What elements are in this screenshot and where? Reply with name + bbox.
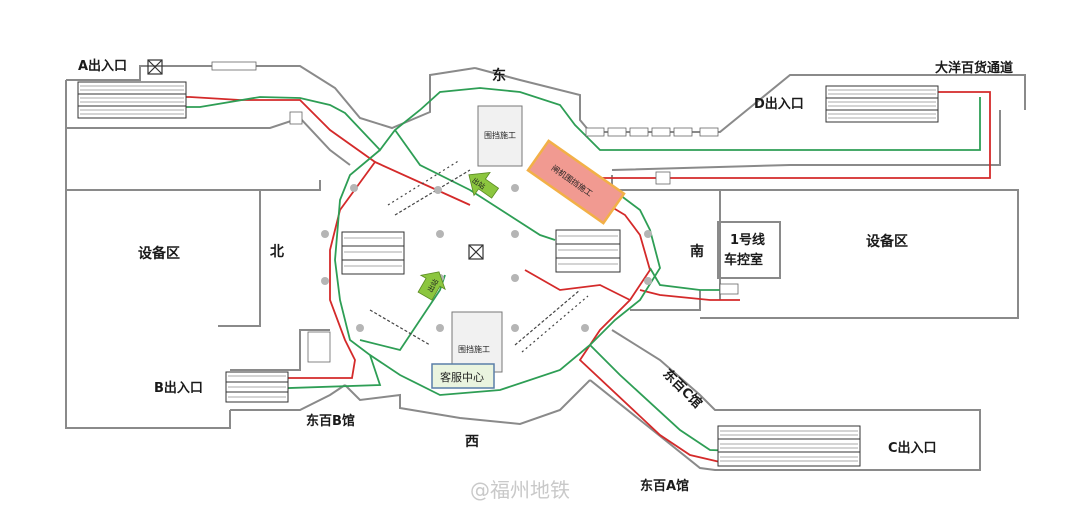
escalators bbox=[77, 81, 939, 467]
construction-zone-bottom bbox=[451, 311, 503, 373]
escalator-platform-right bbox=[555, 229, 621, 273]
entry-route bbox=[80, 87, 981, 456]
exit-arrow-upper bbox=[468, 172, 500, 199]
label-exit-c: C出入口 bbox=[888, 440, 937, 456]
label-construction-top: 围挡施工 bbox=[484, 130, 516, 140]
label-dongbai-b: 东百B馆 bbox=[306, 413, 355, 429]
escalator-platform-left bbox=[341, 231, 405, 275]
construction-zone-top bbox=[477, 105, 523, 167]
label-south: 南 bbox=[690, 243, 704, 260]
escalator-c bbox=[717, 425, 861, 467]
ticket-gates bbox=[369, 159, 589, 353]
lift-markers bbox=[147, 59, 484, 260]
label-dongbai-a: 东百A馆 bbox=[640, 478, 689, 494]
label-dongbai-c: 东百C馆 bbox=[660, 366, 706, 412]
escalator-a bbox=[77, 81, 187, 119]
signage-boxes bbox=[211, 61, 739, 363]
label-service-center: 客服中心 bbox=[440, 370, 484, 384]
exit-arrow-lower bbox=[417, 271, 446, 301]
exit-route bbox=[80, 91, 991, 463]
label-control-room-2: 车控室 bbox=[724, 252, 763, 268]
label-exit-a: A出入口 bbox=[78, 58, 127, 74]
gate-construction-zone bbox=[526, 139, 626, 225]
label-exit-b: B出入口 bbox=[154, 380, 203, 396]
label-east: 东 bbox=[492, 67, 506, 84]
label-construction-bottom: 围挡施工 bbox=[458, 344, 490, 354]
label-equipment-right: 设备区 bbox=[866, 233, 908, 250]
label-exit-d: D出入口 bbox=[754, 96, 804, 112]
escalator-d bbox=[825, 85, 939, 123]
label-equipment-left: 设备区 bbox=[138, 245, 180, 262]
escalator-b bbox=[225, 371, 289, 403]
label-north: 北 bbox=[270, 244, 284, 260]
service-center-box bbox=[431, 363, 495, 389]
label-west: 西 bbox=[465, 434, 479, 450]
label-dayang: 大洋百货通道 bbox=[935, 60, 1013, 76]
station-walls bbox=[65, 65, 1026, 471]
watermark: @福州地铁 bbox=[470, 478, 570, 502]
label-control-room-1: 1号线 bbox=[730, 232, 765, 248]
